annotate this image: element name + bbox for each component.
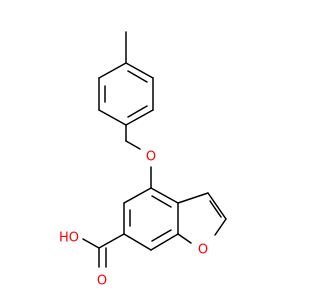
carbonyl-oxygen-label: O — [97, 274, 107, 289]
tolyl-ring — [98, 62, 154, 126]
carboxylic-acid-group — [82, 233, 125, 268]
molecule-canvas: O O O HO — [59, 31, 227, 289]
hydroxyl-label: HO — [59, 231, 79, 246]
acid-hydroxyl-bond — [82, 238, 100, 249]
furan-bond-1 — [177, 192, 209, 204]
tolyl-inner-bond-2 — [127, 105, 148, 118]
tolyl-bond-4 — [98, 109, 127, 126]
tolyl-inner-bond-1 — [127, 70, 148, 83]
ring-oxygen-label: O — [198, 243, 208, 258]
benzofuran-bond-1 — [150, 187, 179, 204]
tolyl-bond-6 — [98, 62, 127, 79]
furan-bond-4 — [177, 233, 192, 244]
tolyl-bond-1 — [125, 62, 154, 79]
benzofuran-bond-6 — [123, 187, 152, 204]
furan-double-bond — [209, 200, 222, 218]
acid-ring-bond — [98, 233, 125, 249]
benzyl-methylene-bond — [125, 140, 141, 150]
benzofuran-inner-bond-1 — [151, 195, 172, 208]
benzofuran-bond-3 — [150, 233, 179, 251]
benzofuran-inner-bond-2 — [151, 229, 172, 242]
molecule-drawing: O O O HO — [59, 31, 227, 289]
benzofuran-benzene-ring — [123, 187, 179, 251]
furan-bond-3 — [214, 218, 227, 236]
furan-ring — [177, 192, 227, 244]
benzofuran-bond-4 — [123, 233, 152, 251]
furan-bond-2 — [207, 192, 227, 220]
ether-oxygen-label: O — [146, 150, 156, 165]
tolyl-bond-3 — [125, 109, 154, 126]
